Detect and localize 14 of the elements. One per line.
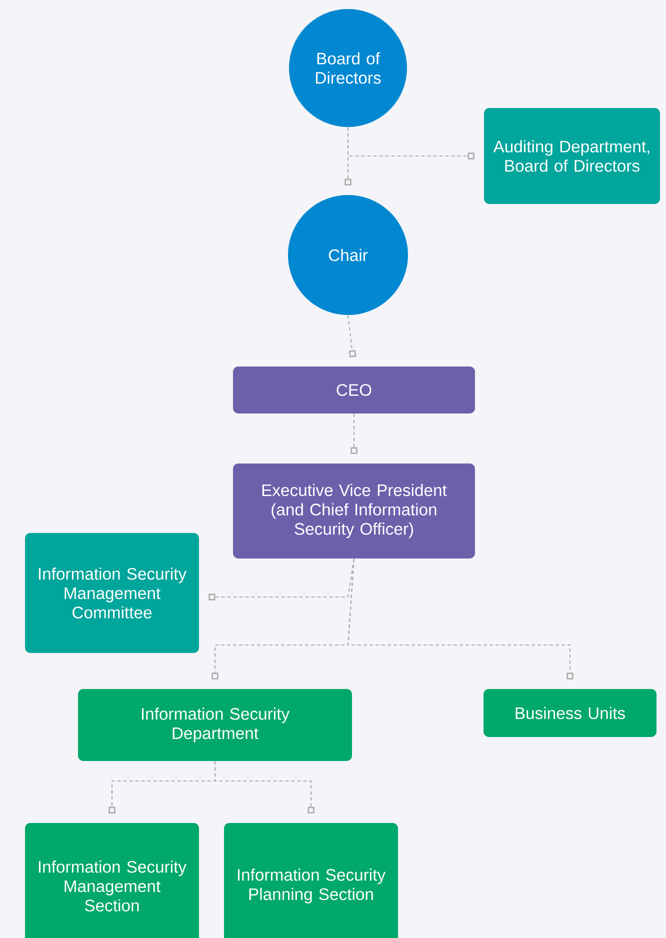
section-box: Information Security Management Section (25, 823, 199, 938)
unit-box: Business Units (484, 689, 656, 737)
connector (350, 414, 358, 454)
role-box: Executive Vice President (and Chief Information Security Officer) (233, 464, 475, 558)
section-box: Information Security Planning Section (224, 823, 398, 938)
connector (214, 761, 314, 814)
connector (208, 558, 355, 600)
connector (347, 315, 356, 358)
connector (347, 558, 574, 680)
role-box: CEO (233, 366, 475, 414)
connector (344, 127, 352, 186)
committee-box: Information Security Management Committee (25, 533, 199, 653)
department-box: Auditing Department, Board of Directors (484, 108, 660, 204)
department-box: Information Security Department (78, 689, 352, 761)
